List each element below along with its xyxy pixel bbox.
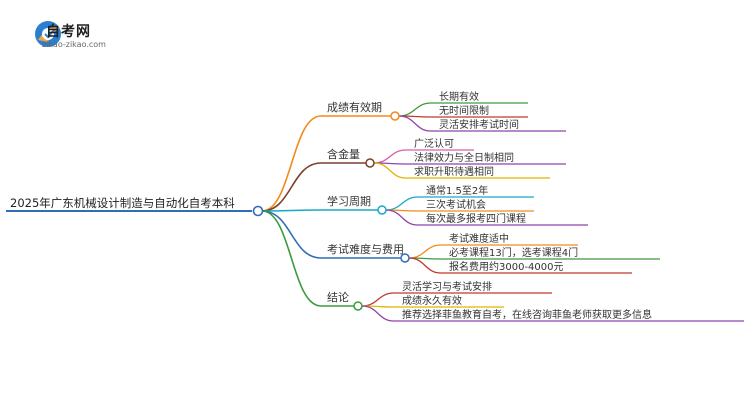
leaf-label[interactable]: 三次考试机会 <box>426 198 486 211</box>
branch-label[interactable]: 结论 <box>327 290 349 304</box>
branch-label[interactable]: 考试难度与费用 <box>327 242 404 256</box>
branch-node-dot <box>377 205 387 215</box>
root-label[interactable]: 2025年广东机械设计制造与自动化自考本科 <box>10 196 235 210</box>
leaf-connector <box>373 149 407 164</box>
leaf-connector <box>361 292 395 307</box>
branch-label[interactable]: 学习周期 <box>327 194 371 208</box>
branch-node-dot <box>400 253 410 263</box>
branch-connector <box>261 209 322 212</box>
leaf-label[interactable]: 求职升职待遇相同 <box>414 165 494 178</box>
leaf-label[interactable]: 每次最多报考四门课程 <box>426 212 526 225</box>
leaf-label[interactable]: 灵活学习与考试安排 <box>402 280 492 293</box>
leaf-label[interactable]: 长期有效 <box>439 90 479 103</box>
branch-connector <box>261 210 322 307</box>
leaf-connector <box>361 305 395 322</box>
branch-connector <box>261 162 322 212</box>
branch-label[interactable]: 成绩有效期 <box>327 100 382 114</box>
logo-subtitle: zikao-zikao.com <box>42 40 106 49</box>
leaf-label[interactable]: 推荐选择菲鱼教育自考，在线咨询菲鱼老师获取更多信息 <box>402 308 652 321</box>
leaf-connector <box>373 162 407 179</box>
leaf-connector <box>385 209 419 226</box>
branch-connector <box>261 210 322 259</box>
leaf-label[interactable]: 法律效力与全日制相同 <box>414 151 514 164</box>
leaf-label[interactable]: 通常1.5至2年 <box>426 184 488 197</box>
leaf-label[interactable]: 考试难度适中 <box>449 232 509 245</box>
leaf-connector <box>398 102 432 117</box>
root-node-dot <box>252 205 264 217</box>
leaf-label[interactable]: 成绩永久有效 <box>402 294 462 307</box>
leaf-connector <box>385 196 419 211</box>
logo-title: 自考网 <box>46 24 91 40</box>
leaf-label[interactable]: 无时间限制 <box>439 104 489 117</box>
leaf-label[interactable]: 广泛认可 <box>414 137 454 150</box>
leaf-label[interactable]: 必考课程13门，选考课程4门 <box>449 246 578 259</box>
branch-label[interactable]: 含金量 <box>327 147 360 161</box>
logo-icon <box>35 21 61 47</box>
branch-node-dot <box>390 111 400 121</box>
branch-connector <box>261 115 322 212</box>
site-logo[interactable] <box>32 18 152 50</box>
leaf-connector <box>408 244 442 259</box>
branch-node-dot <box>365 158 375 168</box>
leaf-connector <box>398 115 432 132</box>
leaf-label[interactable]: 灵活安排考试时间 <box>439 118 519 131</box>
leaf-label[interactable]: 报名费用约3000-4000元 <box>449 260 564 273</box>
branch-node-dot <box>353 301 363 311</box>
leaf-connector <box>408 257 442 274</box>
